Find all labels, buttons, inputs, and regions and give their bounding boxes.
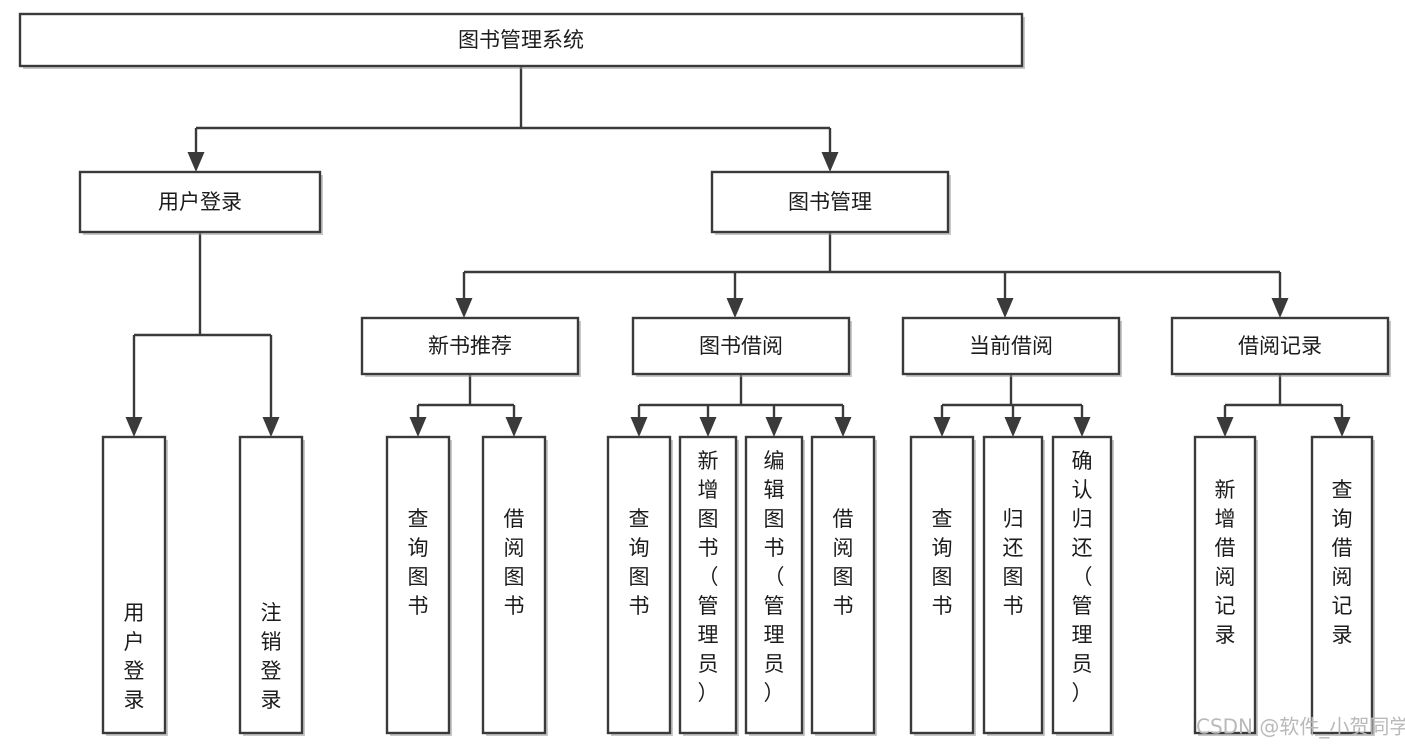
node-label-root: 图书管理系统 [458,28,584,52]
node-rect-root[interactable] [18,12,1024,68]
node-rect-leaf-user-login[interactable] [101,435,167,735]
node-leaf-add-book-admin[interactable]: 新增图书（管理员） [678,435,739,736]
connector-user-login-arrow-0-head [125,417,143,437]
node-leaf-logout[interactable]: 注销登录 [238,435,305,736]
connector-management-arrow-1-head [726,298,744,318]
node-label-leaf-query-book-recommend: 查询图书 [408,507,429,618]
node-root[interactable]: 图书管理系统 [18,12,1025,69]
node-label-new-book-recommend: 新书推荐 [428,334,512,358]
node-rect-leaf-borrow-book-recommend[interactable] [481,435,547,735]
connector-root-arrow-1-head [821,152,839,172]
node-leaf-add-borrow-record[interactable]: 新增借阅记录 [1193,435,1258,736]
node-label-book-management: 图书管理 [788,190,872,214]
node-rect-leaf-add-borrow-record[interactable] [1193,435,1257,735]
node-label-user-login: 用户登录 [158,190,242,214]
node-rect-current-borrow[interactable] [901,316,1121,376]
connector-current-borrow-arrow-2-head [1073,417,1091,437]
node-leaf-query-borrow-record[interactable]: 查询借阅记录 [1310,435,1375,736]
node-label-leaf-query-borrow-record: 查询借阅记录 [1332,478,1353,647]
node-rect-leaf-confirm-return-admin[interactable] [1051,435,1113,735]
node-layer: 图书管理系统用户登录图书管理新书推荐图书借阅当前借阅借阅记录用户登录注销登录查询… [18,12,1391,736]
connector-management-arrow-3-head [1271,298,1289,318]
node-leaf-borrow-book[interactable]: 借阅图书 [810,435,877,736]
node-leaf-query-book-recommend[interactable]: 查询图书 [385,435,452,736]
node-rect-borrow-records[interactable] [1170,316,1390,376]
node-book-management[interactable]: 图书管理 [710,170,951,235]
connector-book-borrow-arrow-2-head [765,417,783,437]
node-label-leaf-logout: 注销登录 [261,601,282,712]
connector-borrow-records-arrow-0-head [1216,417,1234,437]
node-rect-leaf-query-borrow-record[interactable] [1310,435,1374,735]
node-user-login[interactable]: 用户登录 [78,170,323,235]
node-rect-leaf-add-book-admin[interactable] [678,435,738,735]
node-rect-leaf-borrow-book[interactable] [810,435,876,735]
connector-book-borrow-arrow-1-head [699,417,717,437]
node-label-leaf-edit-book-admin: 编辑图书（管理员） [764,449,785,705]
node-leaf-query-book-current[interactable]: 查询图书 [909,435,976,736]
node-label-book-borrow: 图书借阅 [699,334,783,358]
node-label-leaf-add-borrow-record: 新增借阅记录 [1215,478,1236,647]
node-rect-leaf-query-book-borrow[interactable] [606,435,672,735]
node-rect-leaf-return-book[interactable] [982,435,1044,735]
node-leaf-return-book[interactable]: 归还图书 [982,435,1045,736]
node-leaf-user-login[interactable]: 用户登录 [101,435,168,736]
node-rect-leaf-edit-book-admin[interactable] [744,435,804,735]
node-rect-new-book-recommend[interactable] [360,316,580,376]
connector-management-arrow-2-head [996,298,1014,318]
node-leaf-borrow-book-recommend[interactable]: 借阅图书 [481,435,548,736]
connector-current-borrow-arrow-1-head [1004,417,1022,437]
node-rect-leaf-query-book-recommend[interactable] [385,435,451,735]
connector-management-arrow-0-head [455,298,473,318]
node-label-leaf-return-book: 归还图书 [1003,507,1024,618]
node-label-leaf-borrow-book: 借阅图书 [833,507,854,618]
connector-book-borrow-arrow-3-head [834,417,852,437]
connector-layer [125,66,1351,437]
node-current-borrow[interactable]: 当前借阅 [901,316,1122,377]
watermark-label: CSDN @软件_小贺同学 [1196,715,1405,739]
connector-current-borrow-arrow-0-head [933,417,951,437]
node-label-leaf-add-book-admin: 新增图书（管理员） [698,449,719,705]
node-leaf-query-book-borrow[interactable]: 查询图书 [606,435,673,736]
node-rect-user-login[interactable] [78,170,322,234]
node-borrow-records[interactable]: 借阅记录 [1170,316,1391,377]
watermark-layer: CSDN @软件_小贺同学 [1196,715,1405,739]
node-rect-book-borrow[interactable] [631,316,851,376]
node-label-leaf-user-login: 用户登录 [124,601,145,712]
node-leaf-confirm-return-admin[interactable]: 确认归还（管理员） [1051,435,1114,736]
node-label-leaf-query-book-current: 查询图书 [932,507,953,618]
connector-user-login-arrow-1-head [262,417,280,437]
connector-new-book-recommend-arrow-1-head [505,417,523,437]
node-rect-leaf-logout[interactable] [238,435,304,735]
node-leaf-edit-book-admin[interactable]: 编辑图书（管理员） [744,435,805,736]
node-label-leaf-confirm-return-admin: 确认归还（管理员） [1072,449,1093,705]
connector-borrow-records-arrow-1-head [1333,417,1351,437]
node-label-borrow-records: 借阅记录 [1238,334,1322,358]
connector-new-book-recommend-arrow-0-head [409,417,427,437]
node-rect-leaf-query-book-current[interactable] [909,435,975,735]
node-book-borrow[interactable]: 图书借阅 [631,316,852,377]
node-label-leaf-borrow-book-recommend: 借阅图书 [504,507,525,618]
node-label-current-borrow: 当前借阅 [969,334,1053,358]
connector-root-arrow-0-head [187,152,205,172]
node-rect-book-management[interactable] [710,170,950,234]
node-new-book-recommend[interactable]: 新书推荐 [360,316,581,377]
node-label-leaf-query-book-borrow: 查询图书 [629,507,650,618]
connector-book-borrow-arrow-0-head [630,417,648,437]
